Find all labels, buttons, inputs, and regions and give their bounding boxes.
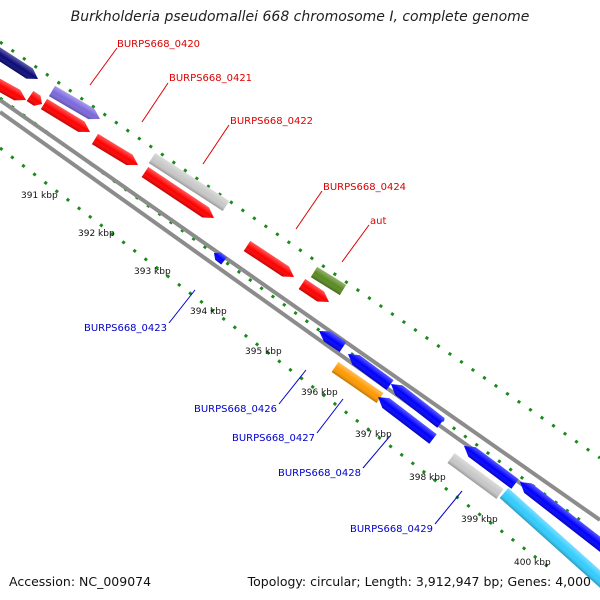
gene-label: BURPS668_0423 xyxy=(84,323,167,334)
leader-line xyxy=(434,490,463,525)
gene-arrow-shade xyxy=(0,42,39,79)
gene-arrow[interactable] xyxy=(0,42,41,84)
tick-label: 392 kbp xyxy=(78,229,115,239)
gene-layer xyxy=(0,42,600,593)
accession-text: Accession: NC_009074 xyxy=(9,574,152,589)
leader-line xyxy=(341,224,370,263)
tick-label-layer: 391 kbp 392 kbp 393 kbp 394 kbp 395 kbp … xyxy=(21,191,551,568)
gene-arrow[interactable] xyxy=(298,279,333,307)
tick-label: 399 kbp xyxy=(461,515,498,525)
gene-arrow[interactable] xyxy=(243,240,298,282)
gene-arrow[interactable] xyxy=(447,453,504,499)
tick-label: 396 kbp xyxy=(301,388,338,398)
gene-arrow-shade xyxy=(243,240,294,278)
tick-label: 397 kbp xyxy=(355,430,392,440)
gene-arrow[interactable] xyxy=(387,379,445,428)
gene-arrow[interactable] xyxy=(499,488,600,593)
gene-arrow[interactable] xyxy=(211,249,227,265)
leader-line xyxy=(89,47,118,86)
topology-text: Topology: circular; Length: 3,912,947 bp… xyxy=(247,574,591,589)
leader-line xyxy=(141,82,169,123)
gene-arrow-shade xyxy=(378,397,437,444)
gene-arrow-shade xyxy=(447,453,504,499)
tick-label: 395 kbp xyxy=(245,347,282,357)
guide-arcs xyxy=(0,40,600,574)
gene-arrow-shade xyxy=(464,445,519,489)
gene-arrow-shade xyxy=(48,85,100,120)
map-title: Burkholderia pseudomallei 668 chromosome… xyxy=(70,9,530,25)
tick-label: 398 kbp xyxy=(409,473,446,483)
gene-label: BURPS668_0420 xyxy=(117,39,200,50)
leader-line xyxy=(168,289,196,324)
gene-arrow[interactable] xyxy=(48,85,103,124)
gene-arrow-shade xyxy=(26,91,42,106)
gene-arrow-shade xyxy=(298,279,330,303)
gene-arrow-shade xyxy=(347,353,394,390)
gene-arrow[interactable] xyxy=(0,74,29,105)
gene-arrow[interactable] xyxy=(316,326,347,352)
leader-line xyxy=(278,369,307,405)
gene-arrow-shade xyxy=(40,98,90,132)
gene-label: BURPS668_0422 xyxy=(230,116,313,127)
gene-arrow-shade xyxy=(391,384,445,428)
tick-label: 391 kbp xyxy=(21,191,58,201)
gene-arrow-shade xyxy=(0,74,27,101)
gene-arrow[interactable] xyxy=(344,349,394,390)
gene-arrow[interactable] xyxy=(310,266,347,296)
gene-arrow-shade xyxy=(310,266,347,296)
gene-arrow-shade xyxy=(213,252,227,265)
gene-arrow[interactable] xyxy=(26,91,46,109)
leader-line xyxy=(202,124,230,165)
gene-arrow-shade xyxy=(141,167,215,219)
guide-arc-inner xyxy=(0,146,556,574)
gene-arrow[interactable] xyxy=(148,152,230,212)
gene-arrow-shade xyxy=(91,133,139,165)
gene-arrow[interactable] xyxy=(516,477,600,557)
gene-arrow[interactable] xyxy=(374,392,437,444)
leader-line xyxy=(295,190,323,230)
backbone-outer-line xyxy=(0,98,600,522)
gene-label: BURPS668_0424 xyxy=(323,182,406,193)
gene-label: BURPS668_0428 xyxy=(278,468,361,479)
gene-arrow[interactable] xyxy=(460,441,519,489)
gene-arrow[interactable] xyxy=(331,362,384,403)
gene-label: BURPS668_0427 xyxy=(232,433,315,444)
guide-arc-outer xyxy=(0,40,600,460)
gene-arrow[interactable] xyxy=(91,133,141,170)
tick-label: 393 kbp xyxy=(134,267,171,277)
gene-label: BURPS668_0426 xyxy=(194,404,277,415)
tick-label: 400 kbp xyxy=(514,558,551,568)
leader-line xyxy=(362,435,391,469)
gene-label: aut xyxy=(370,216,386,227)
gene-arrow-shade xyxy=(148,152,230,212)
gene-label: BURPS668_0429 xyxy=(350,524,433,535)
gene-arrow-shade xyxy=(331,362,384,403)
gene-arrow-shade xyxy=(499,488,600,593)
gene-arrow-shade xyxy=(520,481,600,557)
gene-arrow[interactable] xyxy=(40,98,93,137)
gene-label: BURPS668_0421 xyxy=(169,73,252,84)
gene-arrow[interactable] xyxy=(141,167,218,223)
gene-arrow-shade xyxy=(319,331,347,352)
leader-line xyxy=(316,398,344,434)
tick-label: 394 kbp xyxy=(190,307,227,317)
gene-label-layer: BURPS668_0420 BURPS668_0421 BURPS668_042… xyxy=(84,39,433,535)
leader-lines xyxy=(89,47,463,525)
